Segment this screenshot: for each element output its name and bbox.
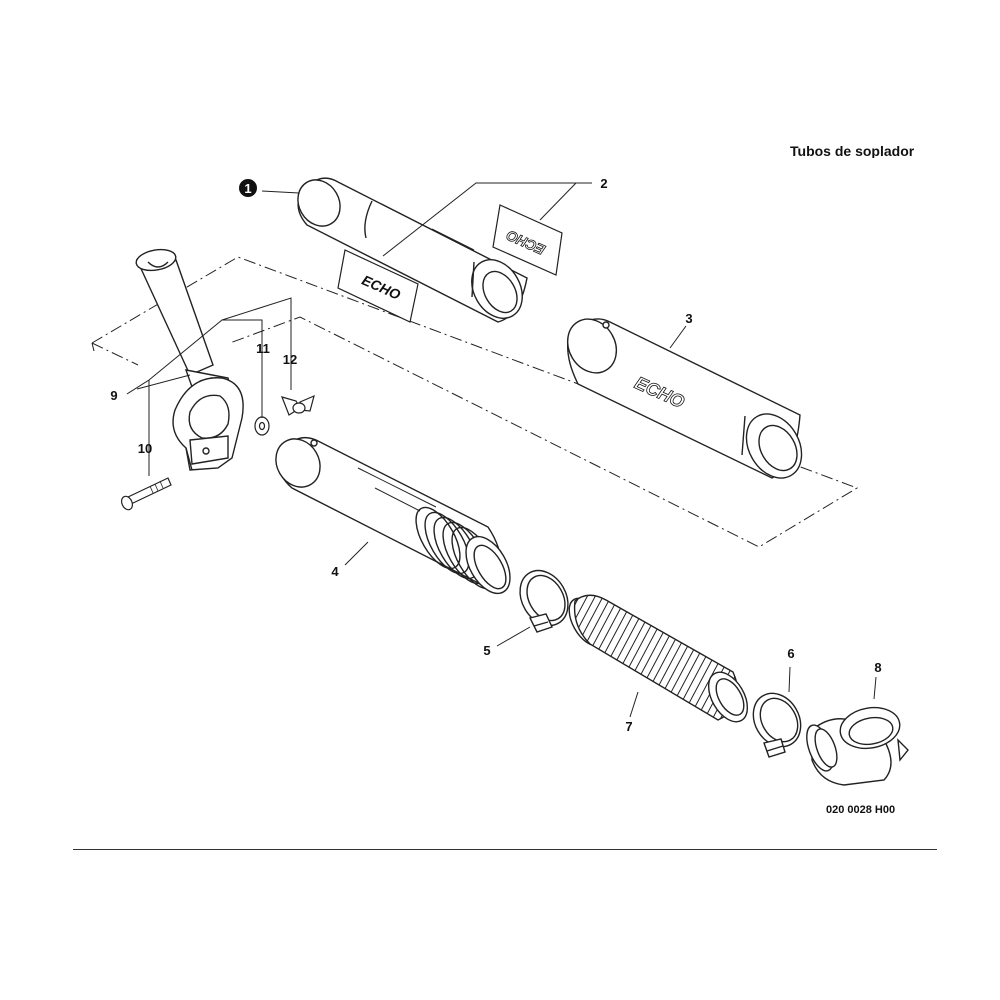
bottom-divider bbox=[73, 849, 937, 850]
washer-part-11 bbox=[254, 416, 270, 436]
callout-labels: 1 2 3 4 5 6 7 8 9 10 11 12 bbox=[110, 176, 881, 734]
decal-part-2: ECHO ECHO bbox=[337, 204, 563, 323]
leader-lines bbox=[91, 182, 877, 718]
wing-nut-part-12 bbox=[281, 394, 315, 416]
lower-tube-part-4 bbox=[275, 437, 511, 595]
callout-6: 6 bbox=[787, 646, 794, 661]
callout-7: 7 bbox=[625, 719, 632, 734]
callout-5: 5 bbox=[483, 643, 490, 658]
middle-tube-part-3: ECHO bbox=[566, 318, 803, 479]
handle-part-9 bbox=[135, 248, 244, 471]
page-title: Tubos de soplador bbox=[790, 143, 915, 158]
upper-tube-part-1 bbox=[297, 177, 528, 323]
callout-8: 8 bbox=[874, 660, 881, 675]
assembly-outline bbox=[91, 256, 859, 548]
hose-clamp-part-5 bbox=[519, 569, 569, 633]
callout-10: 10 bbox=[138, 441, 152, 456]
callout-11: 11 bbox=[256, 341, 270, 356]
flex-hose-part-7 bbox=[568, 594, 749, 723]
elbow-part-8 bbox=[806, 706, 909, 786]
callout-3: 3 bbox=[685, 311, 692, 326]
bolt-part-10 bbox=[120, 477, 172, 511]
callout-4: 4 bbox=[331, 564, 339, 579]
callout-12: 12 bbox=[283, 352, 297, 367]
callout-9: 9 bbox=[110, 388, 117, 403]
drawing-code: 020 0028 H00 bbox=[826, 804, 896, 816]
callout-badge-1 bbox=[239, 179, 257, 197]
callout-2: 2 bbox=[600, 176, 607, 191]
callout-1: 1 bbox=[244, 181, 251, 196]
hose-clamp-part-6 bbox=[752, 692, 802, 758]
